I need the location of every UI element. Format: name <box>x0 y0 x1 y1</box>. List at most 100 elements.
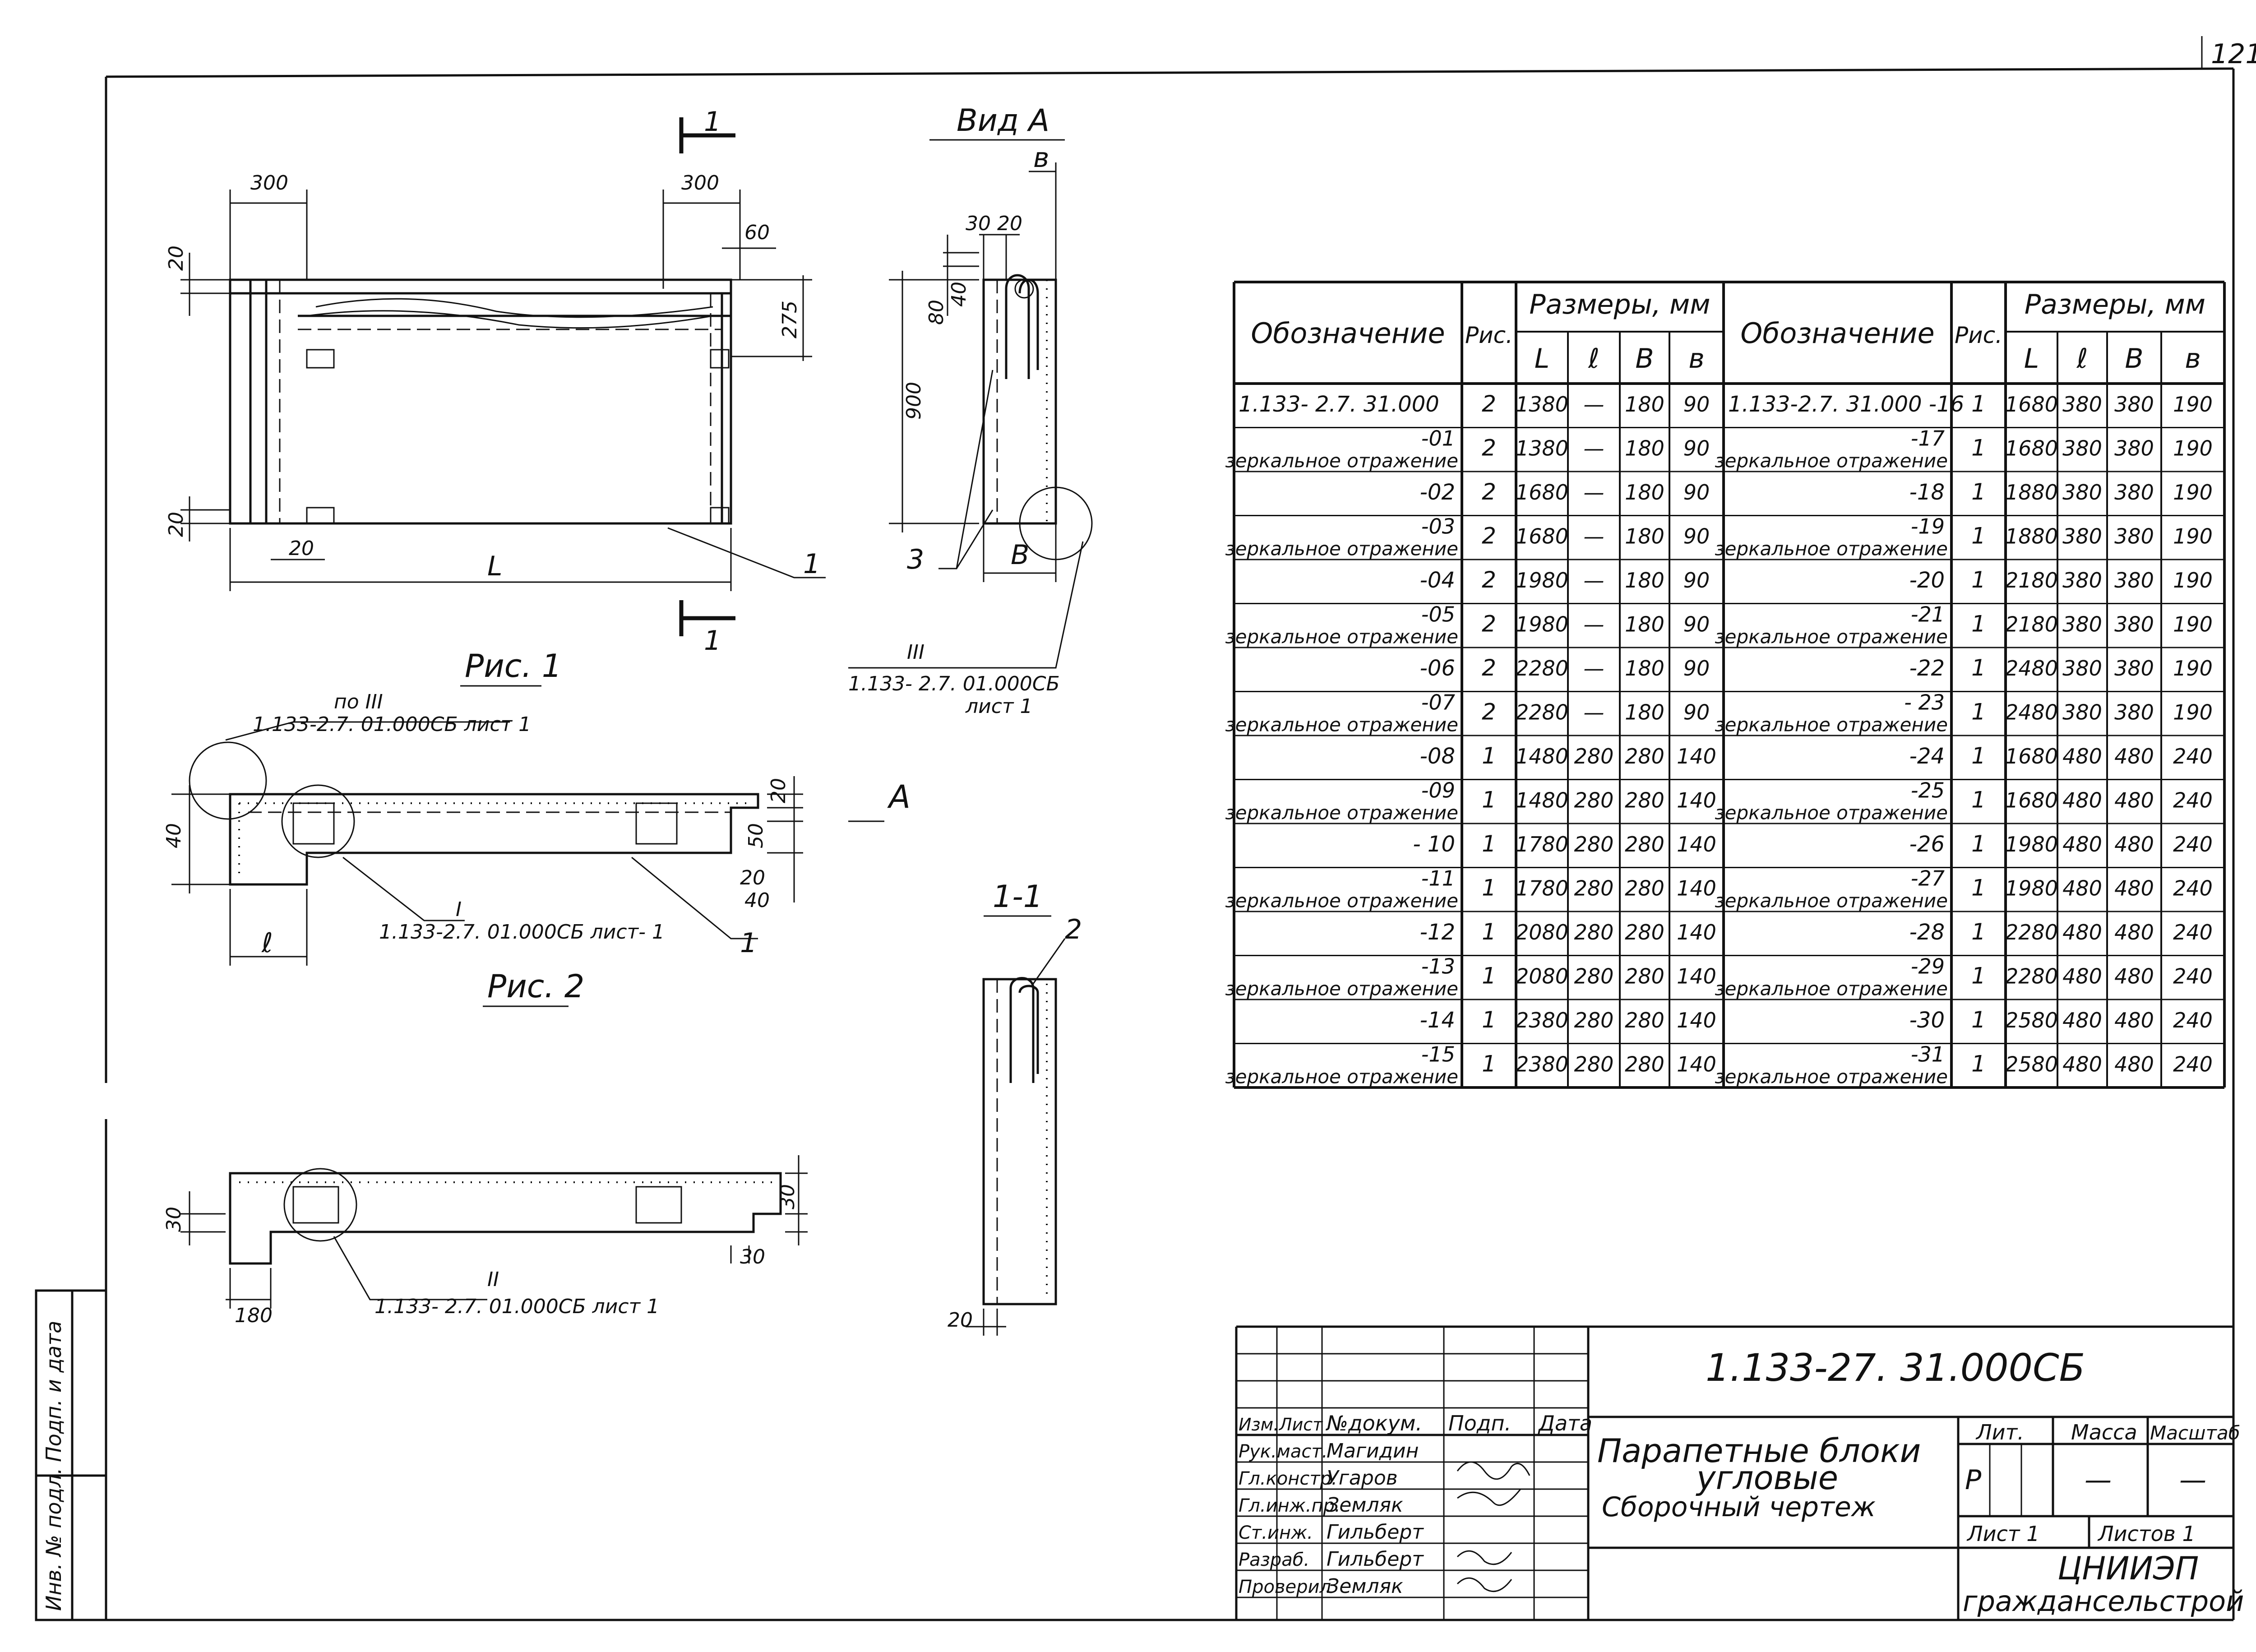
dim-20-left: 20 <box>289 537 314 560</box>
table-cell-l: 380 <box>2062 524 2102 549</box>
hdr-izm: Изм. <box>1239 1415 1279 1435</box>
table-cell-fig: 1 <box>1971 831 1986 857</box>
table-cell-B: 280 <box>1625 964 1664 989</box>
table-cell-l: 380 <box>2062 612 2102 637</box>
table-cell-designation: -09 <box>1421 778 1455 803</box>
table-cell-L: 2080 <box>1516 920 1568 944</box>
table-header-fig: Рис. <box>1955 322 2002 348</box>
table-cell-fig: 1 <box>1482 963 1496 989</box>
table-cell-b: 190 <box>2173 700 2213 725</box>
callout-po-iii: по III <box>334 690 383 713</box>
table-cell-designation: -14 <box>1420 1008 1455 1033</box>
table-cell-fig: 2 <box>1482 523 1496 549</box>
table-cell-L: 2480 <box>2005 700 2058 725</box>
table-cell-B: 280 <box>1625 1052 1664 1077</box>
table-cell-l: — <box>1584 480 1604 504</box>
table-cell-b: 90 <box>1683 524 1710 549</box>
table-cell-designation: -29 <box>1911 954 1945 979</box>
table-header-dimensions: Размеры, мм <box>2025 289 2205 320</box>
table-cell-mirror-note: зеркальное отражение <box>1715 714 1948 736</box>
table-cell-fig: 1 <box>1971 611 1986 637</box>
table-cell-designation: - 23 <box>1904 690 1945 715</box>
table-cell-fig: 1 <box>1971 743 1986 769</box>
table-cell-L: 2480 <box>2005 656 2058 680</box>
table-cell-B: 180 <box>1625 392 1664 416</box>
side-inv-label: Инв. № подл. <box>42 1468 66 1611</box>
dim-20-fig1-a: 20 <box>767 778 790 803</box>
table-cell-L: 1680 <box>2005 788 2058 813</box>
table-cell-designation: -25 <box>1911 778 1945 803</box>
table-cell-L: 1480 <box>1516 788 1568 813</box>
section-mark-bottom: 1 <box>704 625 721 657</box>
table-cell-fig: 1 <box>1971 435 1986 461</box>
fig2-caption: Рис. 2 <box>487 968 584 1005</box>
dim-50: 50 <box>744 823 767 848</box>
callout-iii-sheet: лист 1 <box>965 695 1033 718</box>
dim-40: 40 <box>948 282 971 307</box>
table-cell-fig: 1 <box>1482 787 1496 813</box>
table-cell-mirror-note: зеркальное отражение <box>1225 1066 1458 1088</box>
table-cell-B: 280 <box>1625 832 1664 856</box>
title-person-name: Гильберт <box>1327 1548 1424 1571</box>
table-cell-fig: 1 <box>1971 655 1986 681</box>
dim-30-fig2-b: 30 <box>740 1245 765 1268</box>
table-cell-b: 90 <box>1683 612 1710 637</box>
table-cell-B: 480 <box>2114 832 2154 856</box>
table-cell-mirror-note: зеркальное отражение <box>1715 1066 1948 1088</box>
table-cell-fig: 2 <box>1482 699 1496 725</box>
table-cell-designation: -06 <box>1420 656 1455 681</box>
title-person-role: Гл.инж.пр. <box>1239 1495 1341 1516</box>
table-header-designation: Обозначение <box>1251 317 1445 350</box>
title-person-role: Проверил <box>1239 1577 1331 1597</box>
table-cell-fig: 1 <box>1971 567 1986 593</box>
scale-value: — <box>2179 1464 2206 1496</box>
table-cell-L: 2380 <box>1516 1052 1568 1077</box>
table-cell-designation: - 10 <box>1413 832 1455 857</box>
table-cell-b: 240 <box>2173 788 2213 813</box>
table-cell-b: 240 <box>2173 964 2213 989</box>
callout-ii-roman: II <box>487 1268 499 1291</box>
table-cell-b: 140 <box>1677 1008 1716 1032</box>
callout-po-iii-ref: 1.133-2.7. 01.000СБ лист 1 <box>253 713 531 736</box>
title-line3: Сборочный чертеж <box>1602 1491 1876 1523</box>
dim-300-left: 300 <box>250 171 288 194</box>
table-cell-B: 280 <box>1625 920 1664 944</box>
dim-30-fig2: 30 <box>162 1207 185 1232</box>
table-cell-L: 2080 <box>1516 964 1568 989</box>
fig2-section-drawing <box>180 1155 808 1309</box>
table-cell-L: 1680 <box>2005 436 2058 461</box>
table-cell-B: 180 <box>1625 480 1664 504</box>
table-cell-fig: 2 <box>1482 655 1496 681</box>
title-person-role: Ст.инж. <box>1239 1522 1313 1543</box>
table-cell-fig: 1 <box>1971 1007 1986 1033</box>
table-cell-fig: 1 <box>1482 1007 1496 1033</box>
dim-L: L <box>487 551 502 582</box>
table-cell-B: 380 <box>2114 568 2154 592</box>
table-cell-b: 190 <box>2173 436 2213 461</box>
table-cell-designation: -21 <box>1911 602 1945 627</box>
table-cell-b: 90 <box>1683 480 1710 504</box>
table-cell-fig: 1 <box>1971 699 1986 725</box>
table-cell-mirror-note: зеркальное отражение <box>1715 626 1948 648</box>
table-cell-designation: -19 <box>1911 514 1945 539</box>
table-cell-l: 380 <box>2062 436 2102 461</box>
table-cell-fig: 2 <box>1482 567 1496 593</box>
table-cell-b: 140 <box>1677 1052 1716 1077</box>
dim-900: 900 <box>902 382 925 420</box>
table-cell-designation: -27 <box>1911 866 1945 891</box>
table-cell-b: 140 <box>1677 744 1716 768</box>
table-cell-L: 2580 <box>2005 1052 2058 1077</box>
table-cell-designation: -03 <box>1421 514 1455 539</box>
table-cell-fig: 1 <box>1971 391 1986 417</box>
table-cell-L: 1680 <box>1516 480 1568 504</box>
dim-30-top: 30 <box>966 212 991 235</box>
page-number: 121 <box>2211 38 2256 70</box>
table-cell-designation: -01 <box>1421 426 1455 451</box>
view-a-drawing <box>848 139 1093 669</box>
table-cell-designation: -11 <box>1421 866 1455 891</box>
table-cell-l: 280 <box>1574 832 1614 856</box>
table-cell-B: 380 <box>2114 656 2154 680</box>
view-a-title: Вид А <box>957 103 1049 139</box>
table-cell-designation: -18 <box>1909 480 1945 505</box>
